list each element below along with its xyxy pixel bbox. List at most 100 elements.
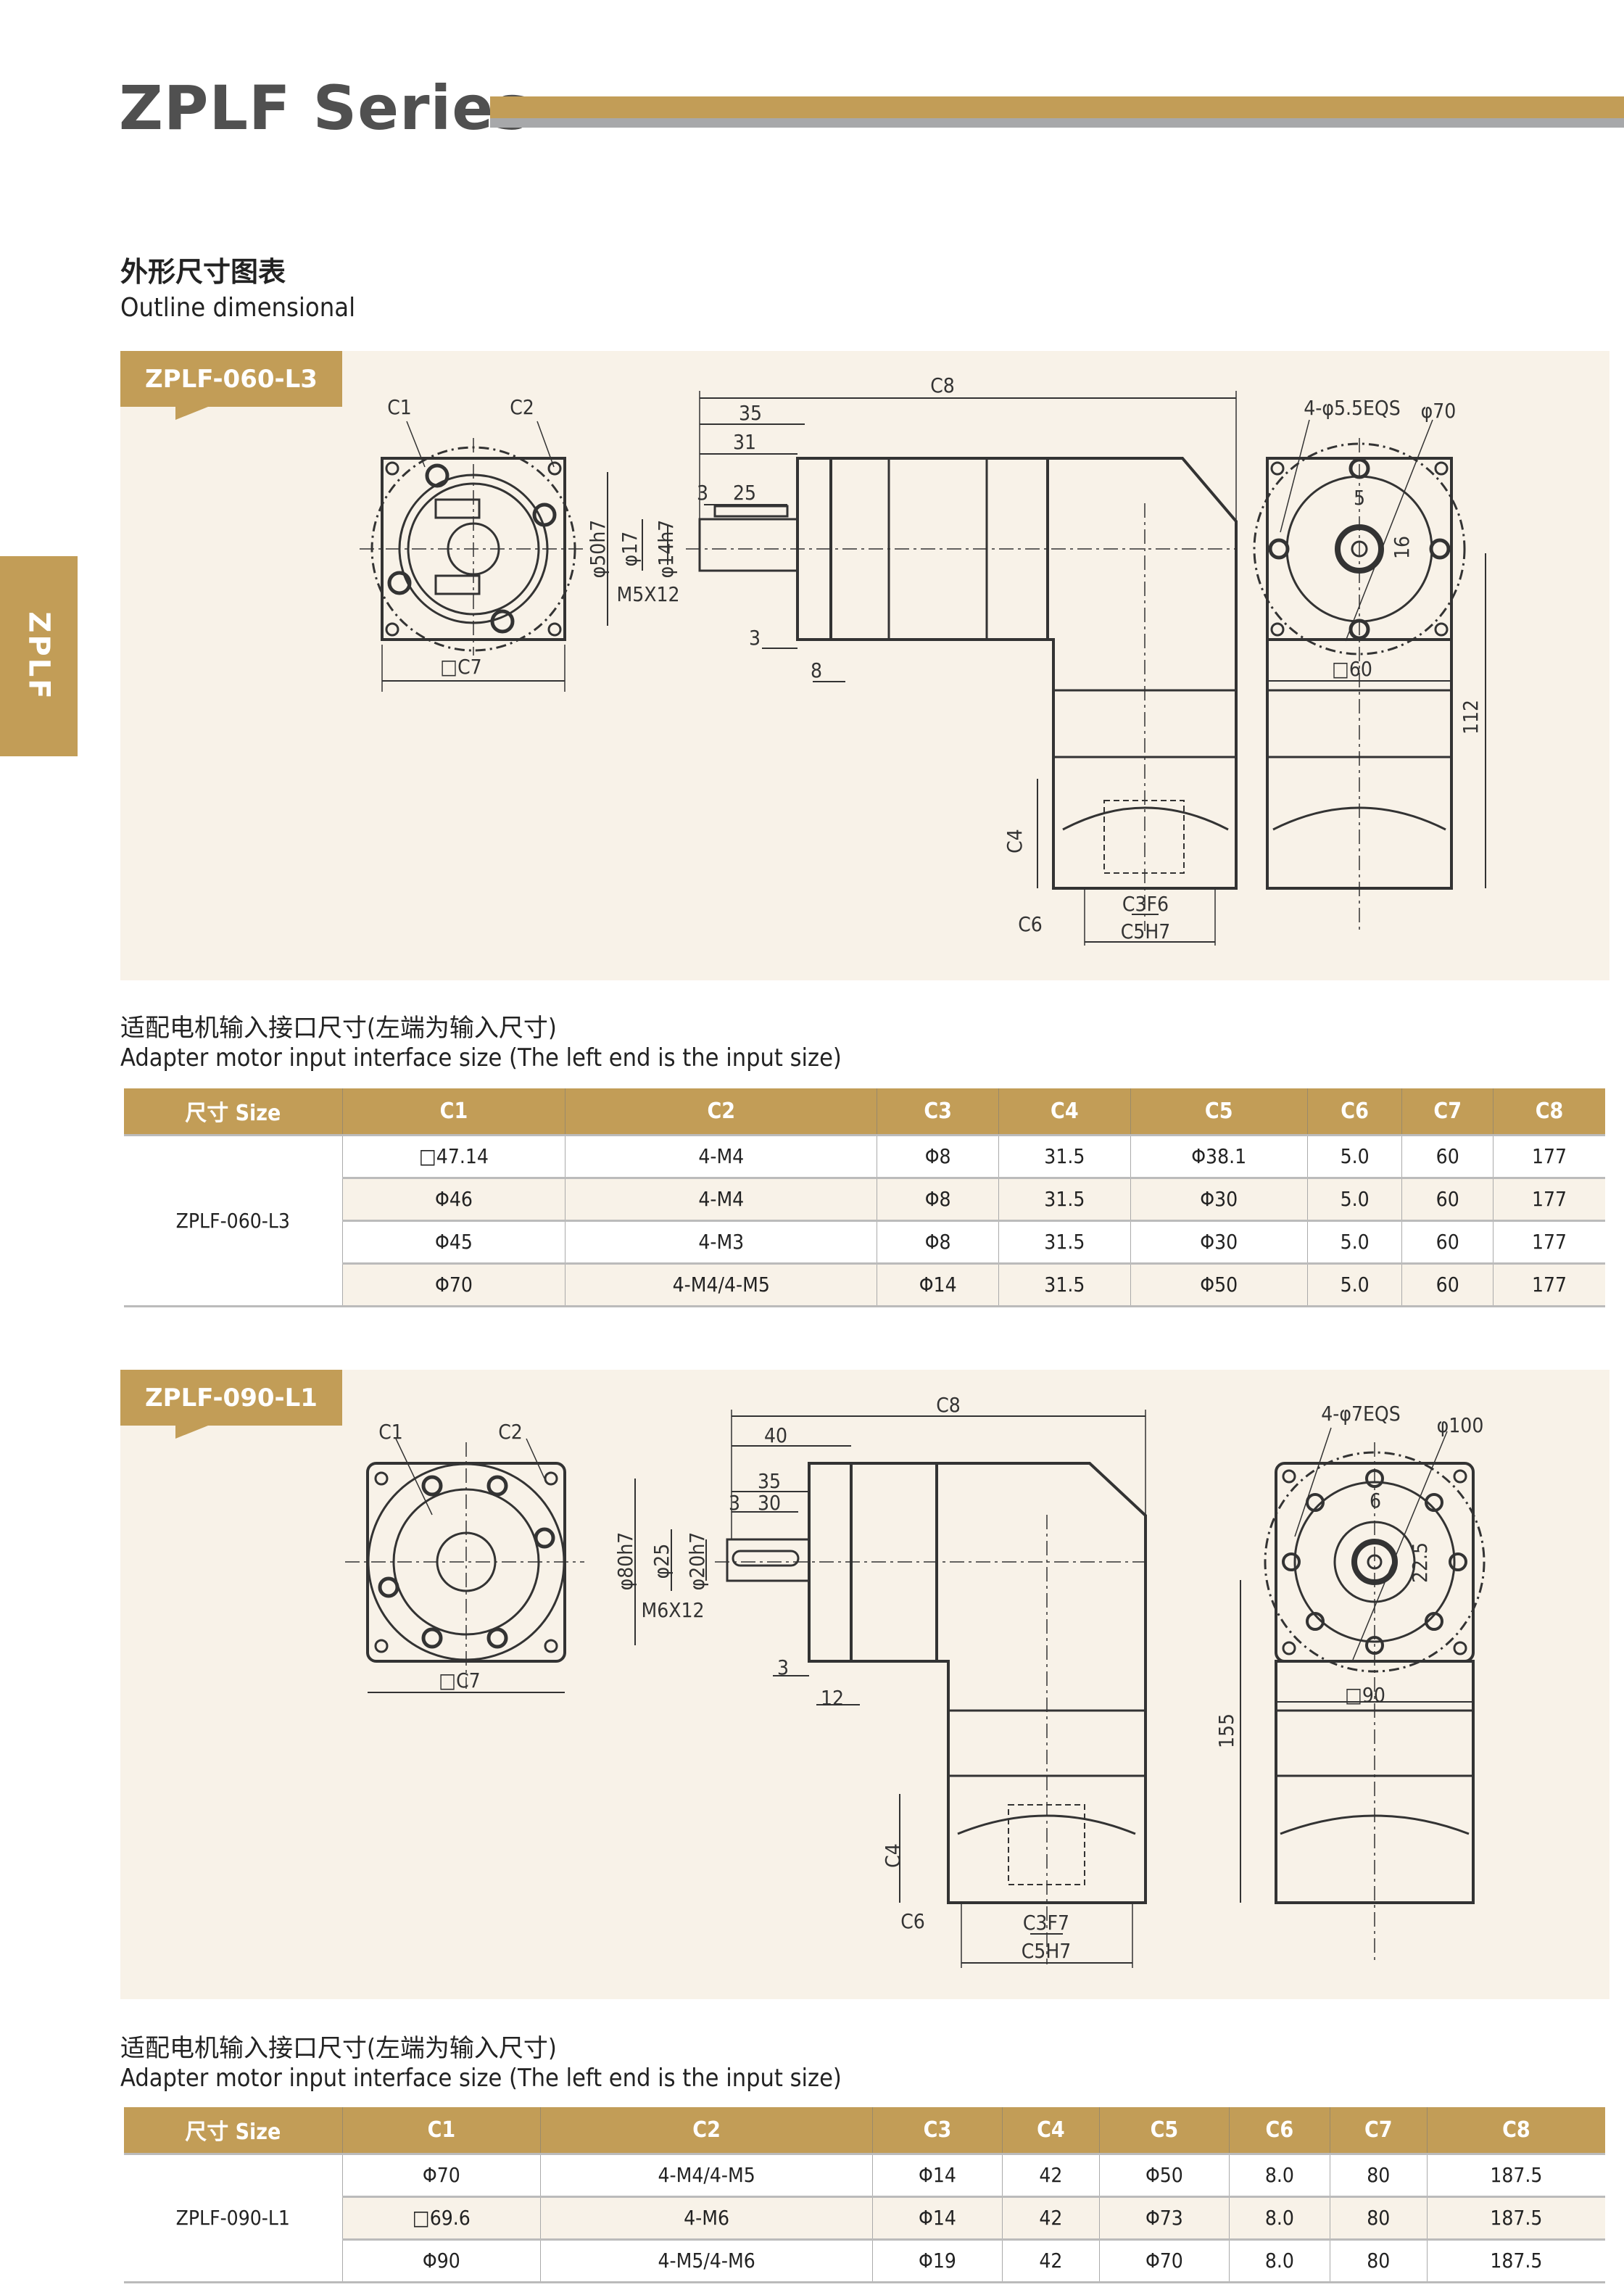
section-title-cn: 外形尺寸图表 [120,256,286,288]
label-8: 8 [811,658,822,682]
table-cell: Φ38.1 [1130,1133,1308,1178]
column-header: C4 [1001,2107,1100,2154]
table-cell: 4-M6 [540,2195,873,2239]
drawing-panel-060: ZPLF-060-L3 C1 C2 □C7 C8 35 3 [120,351,1610,980]
header-gold-bar [490,96,1624,118]
header-gray-bar [490,118,1624,128]
label-c7: □C7 [440,655,481,679]
column-header: C5 [1130,1088,1308,1135]
label-c2: C2 [498,1420,523,1444]
adapter-title-en: Adapter motor input interface size (The … [120,1043,842,1072]
label-key: 5 [1354,486,1365,510]
label-c4: C4 [881,1843,905,1868]
label-thread: M5X12 [616,582,679,606]
side-view [607,391,1238,946]
table-cell: Φ14 [871,2152,1003,2196]
table-cell: Φ8 [877,1133,999,1178]
label-shaft-d2: φ17 [618,532,642,567]
adapter-title-en: Adapter motor input interface size (The … [120,2064,842,2093]
label-c3: C3F7 [1023,1911,1069,1935]
table-cell: Φ14 [871,2195,1003,2239]
side-view [634,1410,1147,1968]
column-header: 尺寸 Size [124,1088,342,1135]
label-12: 12 [821,1686,844,1710]
table-cell: 4-M4/4-M5 [565,1262,877,1306]
column-header: C3 [871,2107,1003,2154]
column-header: 尺寸 Size [124,2107,342,2154]
label-pcd: φ70 [1421,399,1457,423]
label-height: 112 [1459,700,1483,735]
table-cell: 177 [1493,1133,1605,1178]
model-cell: ZPLF-060-L3 [124,1133,342,1306]
table-cell: Φ14 [877,1262,999,1306]
column-header: C5 [1098,2107,1230,2154]
table-cell: 5.0 [1306,1219,1402,1263]
column-header: C7 [1401,1088,1494,1135]
column-header: C6 [1306,1088,1402,1135]
table-cell: 60 [1401,1219,1494,1263]
table-cell: Φ30 [1130,1219,1308,1263]
table-cell: 60 [1401,1133,1494,1178]
table-cell: 31.5 [998,1133,1131,1178]
label-holes: 4-φ5.5EQS [1304,396,1401,420]
label-25: 25 [733,481,756,505]
table-cell: Φ70 [1098,2238,1230,2282]
table-cell: 177 [1493,1176,1605,1220]
label-35: 35 [739,401,762,425]
column-header: C8 [1426,2107,1605,2154]
table-cell: 31.5 [998,1219,1131,1263]
table-cell: 42 [1001,2152,1100,2196]
table-cell: 5.0 [1306,1176,1402,1220]
table-cell: 42 [1001,2195,1100,2239]
label-square: □90 [1345,1683,1385,1707]
column-header: C2 [565,1088,877,1135]
drawing-panel-090: ZPLF-090-L1 C1 C2 □C7 C8 40 35 30 [120,1370,1610,1999]
label-shaft-d3: φ14h7 [654,520,678,579]
table-cell: 31.5 [998,1262,1131,1306]
table-cell: Φ8 [877,1219,999,1263]
dimension-labels: C1 C2 □C7 C8 40 35 30 3 φ80h7 φ25 φ20h7 … [378,1393,1483,1963]
column-header: C4 [998,1088,1131,1135]
side-tab-label: ZPLF [22,611,56,701]
label-shaft-d1: φ50h7 [586,520,610,579]
table-cell: 60 [1401,1176,1494,1220]
table-cell: 5.0 [1306,1133,1402,1178]
dimension-drawing-090: C1 C2 □C7 C8 40 35 30 3 φ80h7 φ25 φ20h7 … [345,1393,1486,1968]
table-cell: □69.6 [341,2195,541,2239]
label-c5: C5H7 [1121,919,1171,943]
model-tag: ZPLF-060-L3 [120,351,342,407]
label-square: □60 [1332,657,1372,681]
table-cell: 42 [1001,2238,1100,2282]
model-tag: ZPLF-090-L1 [120,1370,342,1426]
table-cell: Φ50 [1130,1262,1308,1306]
label-30: 30 [758,1491,781,1515]
label-c7: □C7 [439,1668,480,1692]
table-cell: 8.0 [1228,2195,1330,2239]
table-cell: 187.5 [1426,2195,1605,2239]
table-cell: □47.14 [341,1133,566,1178]
label-c3: C3F6 [1122,892,1169,916]
table-cell: 31.5 [998,1176,1131,1220]
table-cell: Φ45 [341,1219,566,1263]
label-pcd: φ100 [1437,1413,1484,1437]
table-cell: Φ8 [877,1176,999,1220]
label-40: 40 [764,1423,787,1447]
dimension-labels: C1 C2 □C7 C8 35 31 3 25 φ50h7 φ17 φ14h7 … [387,373,1483,943]
table-cell: Φ70 [341,2152,541,2196]
label-3b: 3 [749,626,761,650]
dimension-drawing-060: C1 C2 □C7 C8 35 31 3 25 φ50h7 φ17 φ14h7 … [360,373,1486,946]
table-cell: Φ19 [871,2238,1003,2282]
label-c1: C1 [387,395,412,419]
label-shaft-d2: φ25 [650,1544,674,1579]
label-c5: C5H7 [1022,1939,1072,1963]
table-cell: 80 [1329,2238,1428,2282]
adapter-title-cn: 适配电机输入接口尺寸(左端为输入尺寸) [120,2034,557,2063]
table-cell: 4-M4/4-M5 [540,2152,873,2196]
label-shaft-d1: φ80h7 [613,1532,637,1591]
label-shaft-d3: φ20h7 [685,1532,709,1591]
